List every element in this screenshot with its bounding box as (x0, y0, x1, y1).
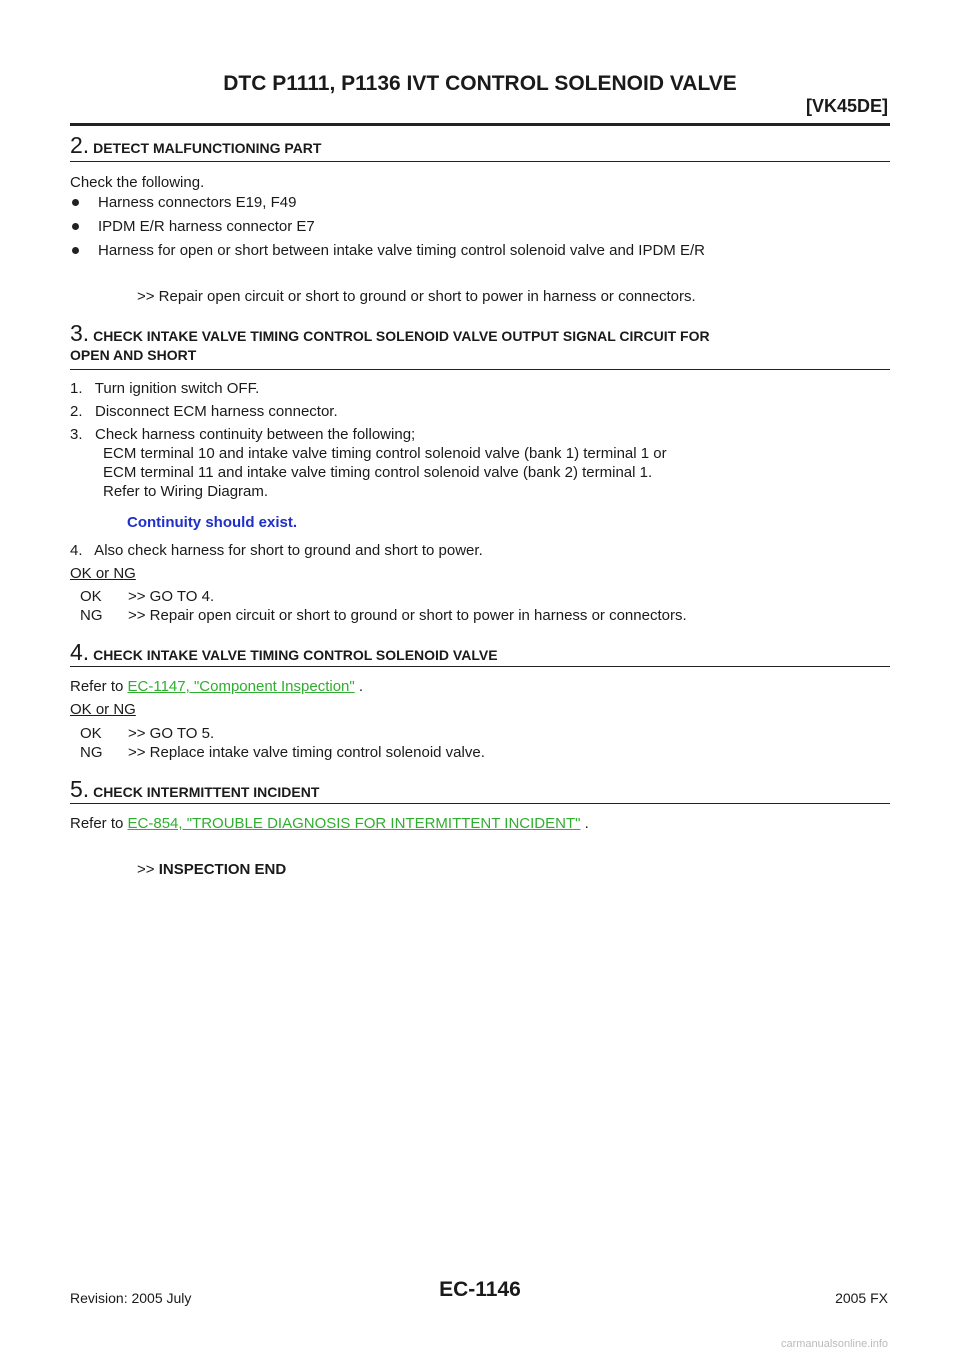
bullet-item: Harness connectors E19, F49 (72, 194, 296, 211)
ng-result: NG>> Repair open circuit or short to gro… (80, 607, 687, 624)
step-rule (70, 369, 890, 370)
list-item: 3. Check harness continuity between the … (70, 426, 416, 443)
revision-text: Revision: 2005 July (70, 1290, 192, 1306)
engine-code: [VK45DE] (805, 96, 888, 116)
step-title: CHECK INTERMITTENT INCIDENT (93, 784, 320, 800)
list-item: 2. Disconnect ECM harness connector. (70, 403, 338, 420)
watermark: carmanualsonline.info (780, 1338, 888, 1350)
ok-ng-label: OK or NG (70, 565, 136, 582)
step-rule (70, 803, 890, 804)
list-subitem: ECM terminal 11 and intake valve timing … (103, 464, 653, 481)
ok-result: OK>> GO TO 4. (80, 588, 215, 605)
step-rule (70, 161, 890, 162)
ng-result: NG>> Replace intake valve timing control… (80, 744, 485, 761)
step-rule (70, 666, 890, 667)
step-number: 3. (70, 320, 90, 346)
intermittent-incident-link[interactable]: EC-854, "TROUBLE DIAGNOSIS FOR INTERMITT… (127, 815, 581, 832)
bullet-item: Harness for open or short between intake… (72, 242, 705, 259)
step-2-heading: 2. DETECT MALFUNCTIONING PART (70, 132, 321, 159)
page-title: DTC P1111, P1136 IVT CONTROL SOLENOID VA… (223, 72, 737, 95)
step-number: 2. (70, 132, 90, 158)
step-3-heading-cont: OPEN AND SHORT (70, 347, 197, 363)
header-rule (70, 123, 890, 126)
bullet-item: IPDM E/R harness connector E7 (72, 218, 315, 235)
model-text: 2005 FX (835, 1290, 888, 1306)
step-4-heading: 4. CHECK INTAKE VALVE TIMING CONTROL SOL… (70, 639, 498, 666)
inspection-end: >> INSPECTION END (137, 861, 287, 878)
step-2-result: >> Repair open circuit or short to groun… (137, 288, 696, 305)
step-2-intro: Check the following. (70, 174, 205, 191)
step-number: 5. (70, 776, 90, 802)
step-3-heading: 3. CHECK INTAKE VALVE TIMING CONTROL SOL… (70, 320, 710, 347)
component-inspection-link[interactable]: EC-1147, "Component Inspection" (127, 678, 355, 695)
step-title: DETECT MALFUNCTIONING PART (93, 140, 322, 156)
list-subitem: Refer to Wiring Diagram. (103, 483, 269, 500)
ok-ng-label: OK or NG (70, 701, 136, 718)
spec-text: Continuity should exist. (127, 514, 298, 531)
refer-line: Refer to EC-854, "TROUBLE DIAGNOSIS FOR … (70, 815, 589, 832)
step-title: CHECK INTAKE VALVE TIMING CONTROL SOLENO… (93, 647, 498, 663)
ok-result: OK>> GO TO 5. (80, 725, 215, 742)
list-subitem: ECM terminal 10 and intake valve timing … (103, 445, 667, 462)
bullet-icon (72, 198, 79, 206)
step-title: CHECK INTAKE VALVE TIMING CONTROL SOLENO… (93, 328, 710, 344)
step-5-heading: 5. CHECK INTERMITTENT INCIDENT (70, 776, 319, 803)
list-item: 1. Turn ignition switch OFF. (70, 380, 260, 397)
step-number: 4. (70, 639, 90, 665)
bullet-icon (72, 222, 79, 230)
page-number: EC-1146 (439, 1278, 521, 1301)
list-item: 4. Also check harness for short to groun… (70, 542, 483, 559)
refer-line: Refer to EC-1147, "Component Inspection"… (70, 678, 364, 695)
bullet-icon (72, 246, 79, 254)
